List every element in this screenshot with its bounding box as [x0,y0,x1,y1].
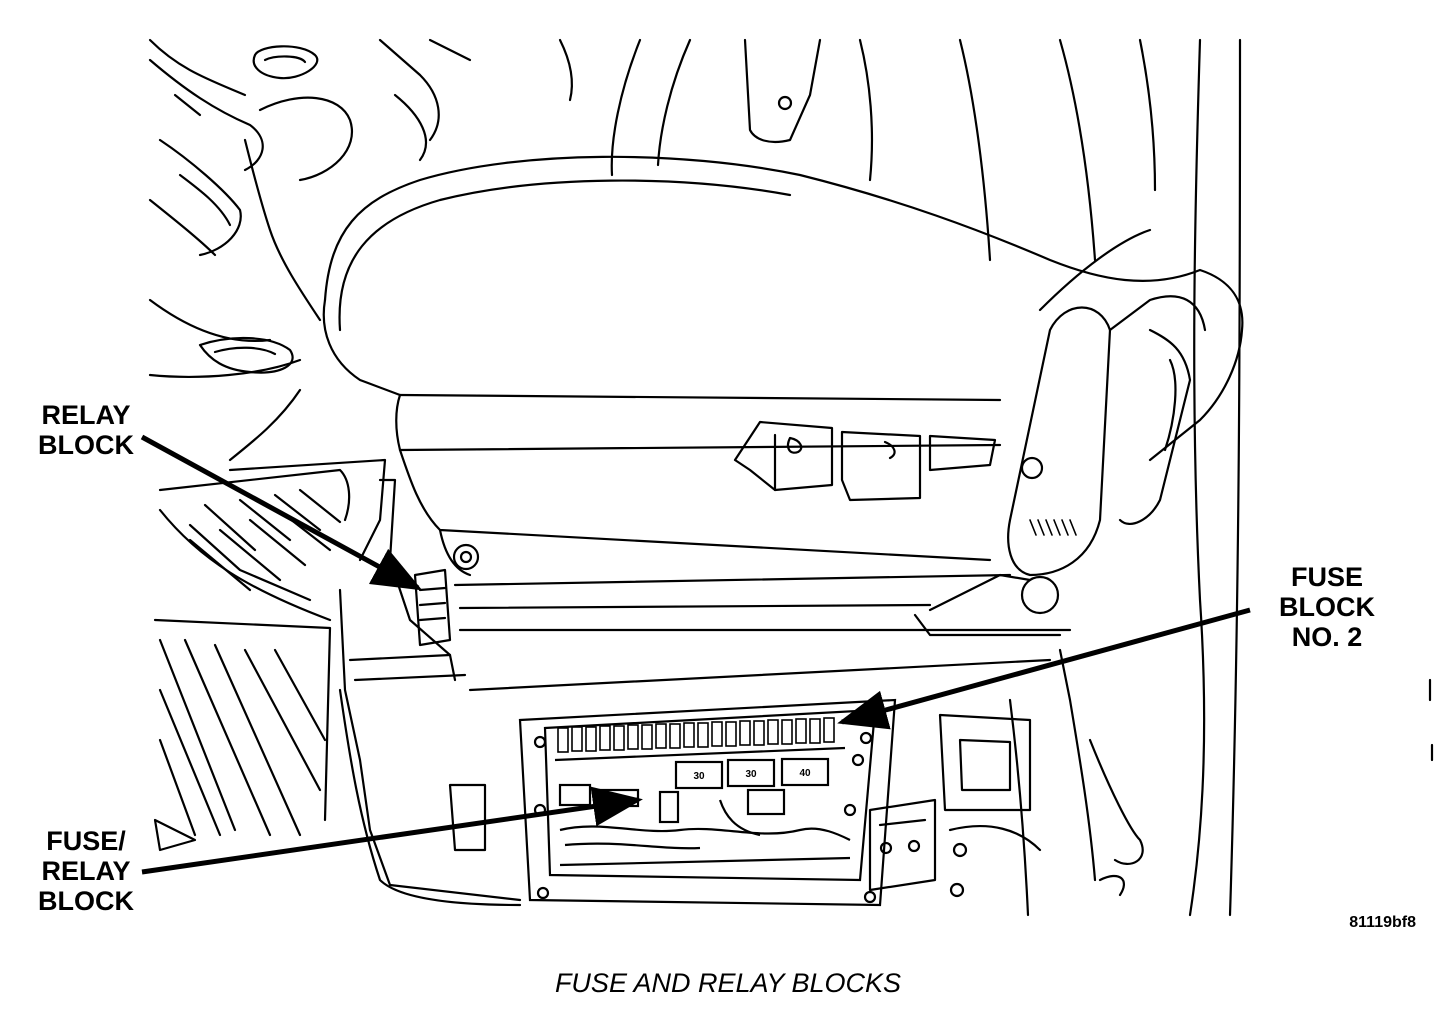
fuse-block-no2-label-line-3: NO. 2 [1291,622,1363,652]
callout-arrows [140,434,1251,875]
fuse-rating-1: 30 [693,771,705,782]
vehicle-interior-linework [148,38,1434,917]
fuse-relay-block-label-line-1: FUSE/ [46,826,126,856]
fuse-block-no2-label-line-2: BLOCK [1279,592,1375,622]
fuse-block-no2-label-line-1: FUSE [1290,562,1363,592]
fuse-block-no2-label: FUSE BLOCK NO. 2 [1268,562,1386,652]
relay-block-label: RELAY BLOCK [30,400,142,460]
fuse-rating-3: 40 [799,768,811,779]
fuse-block-no2-arrow [837,607,1251,730]
relay-block-label-line-2: BLOCK [38,430,134,460]
fuse-relay-block-arrow [141,786,643,875]
fuse-rating-2: 30 [745,769,757,780]
fuse-relay-panel [518,698,897,907]
fuse-relay-block-label-line-3: BLOCK [38,886,134,916]
figure-caption: FUSE AND RELAY BLOCKS [554,968,902,998]
fuse-ratings: 30 30 40 [693,768,811,782]
relay-block-arrow [140,434,423,591]
figure-reference-id: 81119bf8 [1349,914,1416,931]
fuse-relay-block-label-line-2: RELAY [41,856,131,886]
relay-block-label-line-1: RELAY [41,400,131,430]
fuse-relay-block-label: FUSE/ RELAY BLOCK [30,826,142,916]
